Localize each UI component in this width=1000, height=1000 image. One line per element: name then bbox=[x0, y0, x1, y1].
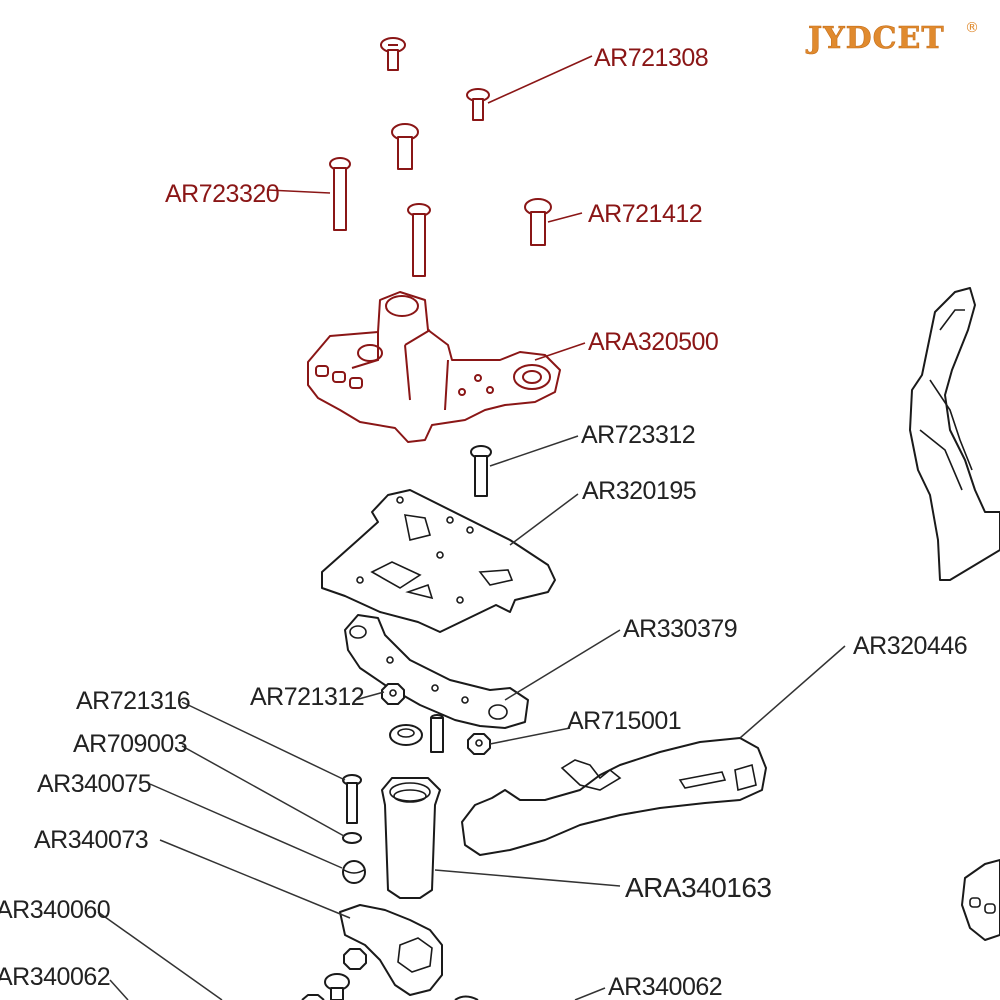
label-ar340062-left: AR340062 bbox=[0, 963, 110, 991]
red-leader-lines bbox=[267, 55, 593, 361]
screw-ar723312 bbox=[470, 445, 492, 497]
tube-ara340163 bbox=[381, 777, 441, 899]
screw-middle-button bbox=[391, 123, 419, 170]
cutoff-part-bottom bbox=[301, 994, 479, 1000]
screw-ar721412 bbox=[524, 198, 552, 246]
label-ar340075: AR340075 bbox=[37, 770, 151, 798]
label-ar340073: AR340073 bbox=[34, 826, 148, 854]
washer-ar709003 bbox=[342, 832, 362, 844]
label-ar340062-right: AR340062 bbox=[608, 973, 722, 1000]
black-leader-lines bbox=[97, 435, 846, 1000]
arm-ar330379 bbox=[344, 614, 529, 729]
brand-watermark: JYDCET ® bbox=[805, 20, 979, 56]
nut-ar715001 bbox=[467, 733, 491, 755]
washer-left bbox=[389, 724, 423, 746]
screw-ar723320 bbox=[329, 157, 351, 231]
label-ar723320: AR723320 bbox=[165, 180, 279, 208]
label-ar715001: AR715001 bbox=[567, 707, 681, 735]
label-ar721316: AR721316 bbox=[76, 687, 190, 715]
label-ara320500: ARA320500 bbox=[588, 328, 718, 356]
screw-ar721316 bbox=[342, 774, 362, 824]
connector-part-bottom-right bbox=[961, 859, 1000, 941]
plate-ar320195 bbox=[321, 489, 556, 633]
body-part-right-edge bbox=[909, 287, 1000, 581]
nut-ar340062-left bbox=[343, 948, 367, 970]
label-ar320195: AR320195 bbox=[582, 477, 696, 505]
label-ar721312: AR721312 bbox=[250, 683, 364, 711]
label-ar320446: AR320446 bbox=[853, 632, 967, 660]
ball-ar340075 bbox=[342, 860, 366, 884]
label-ara340163: ARA340163 bbox=[625, 872, 772, 903]
label-ar330379: AR330379 bbox=[623, 615, 737, 643]
screw-long-center bbox=[407, 203, 431, 277]
label-ar340060: AR340060 bbox=[0, 896, 110, 924]
pin-center bbox=[430, 714, 444, 753]
servo-horn-ar340060 bbox=[339, 904, 443, 996]
screw-bottom-left bbox=[324, 973, 350, 1000]
steering-mount-ara320500 bbox=[307, 291, 561, 443]
label-ar721412: AR721412 bbox=[588, 200, 702, 228]
screw-top-small bbox=[380, 37, 406, 71]
nut-ar721312 bbox=[381, 683, 405, 705]
label-ar721308: AR721308 bbox=[594, 44, 708, 72]
watermark-text: JYDCET bbox=[805, 21, 945, 56]
servo-arm-ar320446 bbox=[461, 737, 767, 856]
label-ar723312: AR723312 bbox=[581, 421, 695, 449]
screw-ar721308 bbox=[466, 88, 490, 121]
watermark-registered-mark: ® bbox=[965, 20, 979, 36]
label-ar709003: AR709003 bbox=[73, 730, 187, 758]
